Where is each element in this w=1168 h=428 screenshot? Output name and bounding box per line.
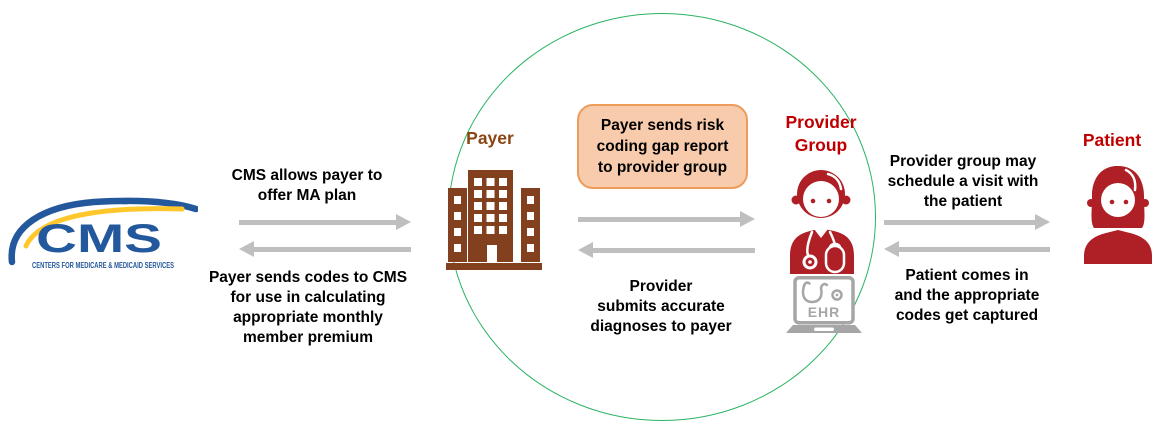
- patient-woman-icon: [1084, 166, 1152, 264]
- arrow-payer-to-provider: [578, 211, 755, 227]
- arrow-cms-to-payer: [239, 214, 411, 230]
- arrow-shaft: [578, 216, 742, 222]
- arrow-shaft: [239, 219, 398, 225]
- cms-logo-yellow-swoosh-icon: [23, 206, 185, 249]
- arrow-head-icon: [239, 241, 254, 257]
- arrow-shaft: [252, 246, 411, 252]
- risk-coding-gap-report-box: Payer sends risk coding gap report to pr…: [577, 104, 748, 189]
- arrow-provider-to-patient: [884, 214, 1050, 230]
- arrow-payer-to-cms: [239, 241, 411, 257]
- provider-group-label: Provider Group: [785, 112, 857, 155]
- arrow-shaft: [884, 219, 1037, 225]
- patient-label: Patient: [1082, 130, 1142, 150]
- cms-logo-text: CMS: [36, 217, 162, 261]
- flow-text-payer-to-cms: Payer sends codes to CMS for use in calc…: [208, 269, 408, 346]
- arrow-head-icon: [1035, 214, 1050, 230]
- flow-text-patient-to-provider: Patient comes in and the appropriate cod…: [894, 267, 1040, 324]
- flow-text-cms-to-payer: CMS allows payer to offer MA plan: [231, 167, 383, 204]
- arrow-head-icon: [578, 242, 593, 258]
- cms-logo-tagline: CENTERS FOR MEDICARE & MEDICAID SERVICES: [32, 261, 174, 270]
- arrow-shaft: [897, 246, 1050, 252]
- payer-label: Payer: [466, 128, 514, 148]
- flow-text-provider-to-patient: Provider group may schedule a visit with…: [887, 153, 1039, 210]
- arrow-head-icon: [396, 214, 411, 230]
- provider-doctor-icon: [790, 170, 854, 274]
- ehr-label: EHR: [808, 304, 841, 320]
- payer-building-icon: [446, 170, 542, 270]
- arrow-head-icon: [740, 211, 755, 227]
- arrow-patient-to-provider: [884, 241, 1050, 257]
- cms-logo: CMS CENTERS FOR MEDICARE & MEDICAID SERV…: [8, 197, 198, 270]
- arrow-shaft: [591, 247, 755, 253]
- arrow-provider-to-payer: [578, 242, 755, 258]
- flow-text-provider-to-payer: Provider submits accurate diagnoses to p…: [590, 278, 732, 335]
- ehr-laptop-icon: EHR: [786, 276, 862, 333]
- cms-logo-blue-swoosh-icon: [8, 197, 198, 266]
- arrow-head-icon: [884, 241, 899, 257]
